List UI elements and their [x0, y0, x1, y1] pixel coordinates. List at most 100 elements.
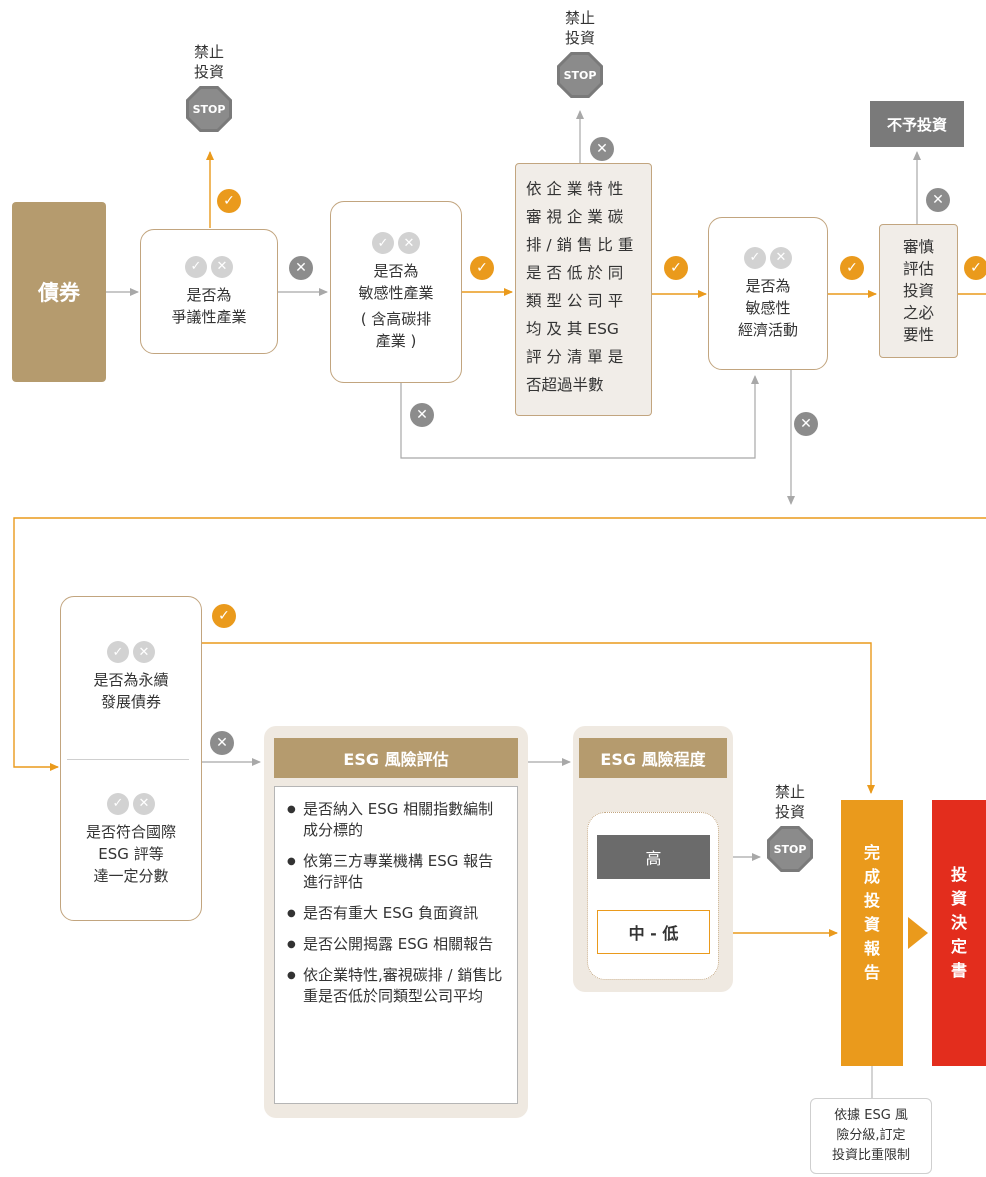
- esg-criteria-box: 是否納入 ESG 相關指數編制成分標的 依第三方專業機構 ESG 報告進行評估 …: [274, 786, 518, 1104]
- decision-icons: ✓ ✕: [744, 246, 792, 269]
- sensitive-activity-node: ✓ ✕ 是否為 敏感性 經濟活動: [708, 217, 828, 370]
- no-invest-label: 不予投資: [886, 115, 947, 134]
- section-divider: [67, 759, 189, 760]
- cross-icon: ✕: [770, 246, 792, 269]
- check-icon: ✓: [185, 255, 207, 278]
- cross-icon: ✕: [590, 137, 614, 161]
- criteria-item: 依企業特性,審視碳排 / 銷售比重是否低於同類型公司平均: [287, 965, 507, 1007]
- node-label-line3: 經濟活動: [737, 320, 798, 339]
- node-label-line1: 是否為永續: [93, 671, 169, 689]
- sustainable-bond-section: ✓ ✕ 是否為永續 發展債券: [61, 597, 201, 757]
- carbon-review-line: 類 型 公 司 平: [526, 292, 624, 310]
- node-label-line2: 敏感性產業: [358, 284, 434, 302]
- decision-icons: ✓ ✕: [107, 641, 155, 663]
- esg-level-title: ESG 風險程度: [579, 738, 727, 778]
- bond-box: 債券: [12, 202, 106, 382]
- carbon-review-line: 是 否 低 於 同: [526, 264, 624, 282]
- criteria-item: 是否納入 ESG 相關指數編制成分標的: [287, 799, 507, 841]
- stop-octagon-icon: STOP: [557, 52, 603, 98]
- stop-sign-1: 禁止 投資 STOP: [180, 42, 238, 132]
- stop-label-line2: 投資: [774, 803, 805, 821]
- weight-limit-note: 依據 ESG 風 險分級,訂定 投資比重限制: [810, 1098, 932, 1174]
- decision-icons: ✓ ✕: [107, 792, 155, 815]
- controversial-industry-node: ✓ ✕ 是否為 爭議性產業: [140, 229, 278, 354]
- stop-label-line1: 禁止: [564, 9, 595, 27]
- criteria-item: 是否有重大 ESG 負面資訊: [287, 903, 507, 924]
- esg-level-panel: ESG 風險程度 高 中 - 低: [573, 726, 733, 992]
- check-icon: ✓: [840, 256, 864, 280]
- node-label-line2: 發展債券: [100, 693, 161, 711]
- carbon-review-line: 審 視 企 業 碳: [526, 208, 624, 226]
- check-icon: ✓: [470, 256, 494, 280]
- prudent-line: 之必: [902, 304, 934, 322]
- esg-assessment-title: ESG 風險評估: [274, 738, 518, 778]
- cross-icon: ✕: [398, 232, 420, 254]
- node-label-line1: 是否為: [745, 276, 791, 295]
- note-line2: 險分級,訂定: [836, 1128, 906, 1143]
- prudent-line: 評估: [902, 260, 934, 278]
- check-icon: ✓: [664, 256, 688, 280]
- carbon-review-line: 排 / 銷 售 比 重: [526, 236, 634, 254]
- esg-assessment-panel: ESG 風險評估 是否納入 ESG 相關指數編制成分標的 依第三方專業機構 ES…: [264, 726, 528, 1118]
- carbon-review-node: 依 企 業 特 性 審 視 企 業 碳 排 / 銷 售 比 重 是 否 低 於 …: [515, 163, 652, 416]
- esg-level-title-text: ESG 風險程度: [600, 750, 706, 769]
- stop-label-line2: 投資: [193, 63, 224, 81]
- bond-esg-check-node: ✓ ✕ 是否為永續 發展債券 ✓ ✕ 是否符合國際 ESG 評等 達一定分數: [60, 596, 202, 921]
- prudent-line: 審慎: [902, 238, 934, 256]
- arrow-to-decision: [908, 917, 928, 949]
- esg-assessment-title-text: ESG 風險評估: [343, 750, 449, 769]
- node-label-line3: ( 含高碳排: [360, 310, 432, 328]
- check-icon: ✓: [212, 604, 236, 628]
- node-label-line2: ESG 評等: [98, 844, 164, 863]
- prudent-line: 投資: [902, 282, 934, 300]
- bond-label: 債券: [38, 281, 80, 305]
- node-label-line1: 是否符合國際: [85, 822, 176, 841]
- check-icon: ✓: [107, 641, 129, 663]
- intl-esg-section: ✓ ✕ 是否符合國際 ESG 評等 達一定分數: [61, 767, 201, 912]
- node-label-line2: 爭議性產業: [171, 307, 247, 326]
- stop-sign-2: 禁止 投資 STOP: [551, 8, 609, 98]
- note-line3: 投資比重限制: [831, 1148, 910, 1163]
- check-icon: ✓: [217, 189, 241, 213]
- cross-icon: ✕: [211, 255, 233, 278]
- check-icon: ✓: [964, 256, 986, 280]
- cross-icon: ✕: [210, 731, 234, 755]
- note-line1: 依據 ESG 風: [834, 1108, 908, 1123]
- investment-decision-text: 投資決定書: [950, 865, 967, 980]
- cross-icon: ✕: [794, 412, 818, 436]
- cross-icon: ✕: [133, 641, 155, 663]
- investment-report-box: 完成投資報告: [841, 800, 903, 1066]
- cross-icon: ✕: [133, 792, 155, 815]
- stop-octagon-icon: STOP: [767, 826, 813, 872]
- cross-icon: ✕: [926, 188, 950, 212]
- risk-high-label: 高: [645, 849, 662, 868]
- stop-label-line1: 禁止: [774, 783, 805, 801]
- stop-label-line1: 禁止: [193, 43, 224, 61]
- decision-icons: ✓ ✕: [372, 232, 420, 254]
- stop-label-line2: 投資: [564, 29, 595, 47]
- sensitive-industry-node: ✓ ✕ 是否為 敏感性產業 ( 含高碳排 產業 ): [330, 201, 462, 383]
- criteria-item: 依第三方專業機構 ESG 報告進行評估: [287, 851, 507, 893]
- investment-report-text: 完成投資報告: [863, 843, 880, 982]
- prudent-line: 要性: [902, 326, 934, 344]
- node-label-line4: 產業 ): [375, 332, 417, 350]
- node-label-line1: 是否為: [186, 285, 232, 304]
- node-label-line2: 敏感性: [745, 298, 791, 317]
- check-icon: ✓: [372, 232, 394, 254]
- carbon-review-line: 否超過半數: [526, 376, 604, 394]
- no-invest-box: 不予投資: [870, 101, 964, 147]
- esg-criteria-list: 是否納入 ESG 相關指數編制成分標的 依第三方專業機構 ESG 報告進行評估 …: [287, 799, 507, 1007]
- node-label-line1: 是否為: [373, 262, 419, 280]
- check-icon: ✓: [744, 246, 766, 269]
- carbon-review-line: 均 及 其 ESG: [526, 320, 619, 338]
- risk-high-box: 高: [597, 835, 710, 879]
- stop-sign-3: 禁止 投資 STOP: [761, 782, 819, 872]
- investment-decision-box: 投資決定書: [932, 800, 986, 1066]
- carbon-review-line: 依 企 業 特 性: [526, 180, 624, 198]
- cross-icon: ✕: [289, 256, 313, 280]
- carbon-review-line: 評 分 清 單 是: [526, 348, 624, 366]
- prudent-evaluation-node: 審慎 評估 投資 之必 要性: [879, 224, 958, 358]
- decision-icons: ✓ ✕: [185, 255, 233, 278]
- risk-mid-low-box: 中 - 低: [597, 910, 710, 954]
- criteria-item: 是否公開揭露 ESG 相關報告: [287, 934, 507, 955]
